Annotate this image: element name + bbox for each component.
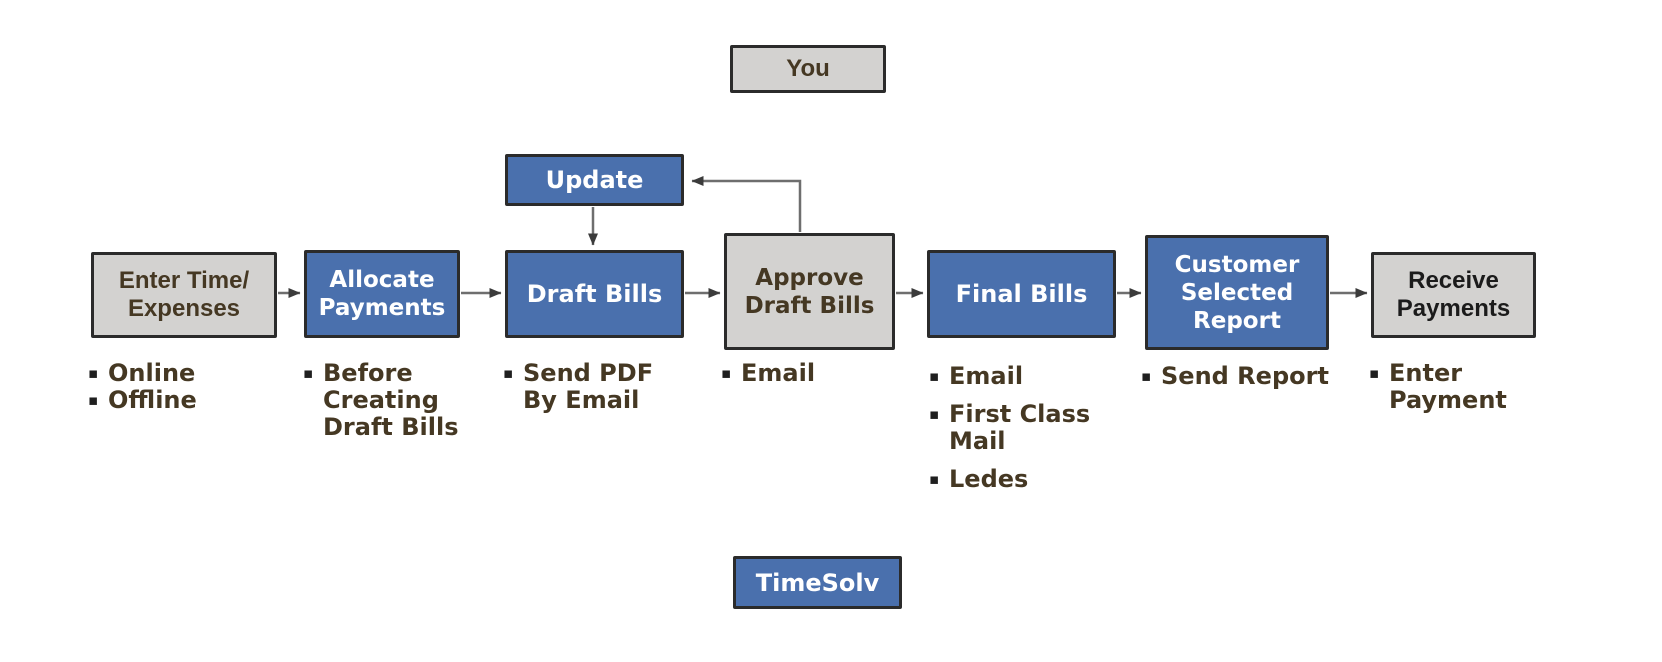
notes-final-bills: ▪ Email ▪ First Class Mail ▪ Ledes xyxy=(929,363,1090,493)
list-item: ▪ Offline xyxy=(88,387,197,414)
notes-allocate-payments: ▪ Before Creating Draft Bills xyxy=(303,360,458,441)
node-draft-bills: Draft Bills xyxy=(505,250,684,338)
note-text: Online xyxy=(108,359,196,387)
bullet-icon: ▪ xyxy=(929,470,940,488)
list-item: ▪ Ledes xyxy=(929,466,1090,493)
notes-draft-bills: ▪ Send PDF By Email xyxy=(503,360,653,414)
note-text: First Class Mail xyxy=(949,400,1091,455)
list-item: ▪ Before Creating Draft Bills xyxy=(303,360,458,441)
note-text: Before Creating Draft Bills xyxy=(323,359,459,441)
list-item: ▪ Enter Payment xyxy=(1369,360,1507,414)
bullet-icon: ▪ xyxy=(1369,364,1380,382)
bullet-icon: ▪ xyxy=(929,367,940,385)
node-update: Update xyxy=(505,154,684,206)
note-text: Enter Payment xyxy=(1389,359,1507,414)
bullet-icon: ▪ xyxy=(929,405,940,423)
node-final-bills: Final Bills xyxy=(927,250,1116,338)
node-enter-time-expenses: Enter Time/ Expenses xyxy=(91,252,277,338)
list-item: ▪ Email xyxy=(929,363,1090,390)
node-customer-selected-report: Customer Selected Report xyxy=(1145,235,1329,350)
note-text: Send PDF By Email xyxy=(523,359,654,414)
arrow-approve-to-update xyxy=(691,176,802,232)
list-item: ▪ Send PDF By Email xyxy=(503,360,653,414)
bullet-icon: ▪ xyxy=(88,364,99,382)
note-text: Email xyxy=(949,362,1024,390)
bullet-icon: ▪ xyxy=(503,364,514,382)
notes-approve-draft-bills: ▪ Email xyxy=(721,360,815,387)
list-item: ▪ Send Report xyxy=(1141,363,1329,390)
list-item: ▪ First Class Mail xyxy=(929,401,1090,455)
notes-receive-payments: ▪ Enter Payment xyxy=(1369,360,1507,414)
bullet-icon: ▪ xyxy=(1141,367,1152,385)
bullet-icon: ▪ xyxy=(721,364,732,382)
list-item: ▪ Online xyxy=(88,360,197,387)
notes-enter-time-expenses: ▪ Online ▪ Offline xyxy=(88,360,197,414)
note-text: Ledes xyxy=(949,465,1029,493)
note-text: Send Report xyxy=(1161,362,1329,390)
node-receive-payments: Receive Payments xyxy=(1371,252,1536,338)
legend-timesolv-box: TimeSolv xyxy=(733,556,902,609)
legend-you-box: You xyxy=(730,45,886,93)
node-allocate-payments: Allocate Payments xyxy=(304,250,460,338)
list-item: ▪ Email xyxy=(721,360,815,387)
node-approve-draft-bills: Approve Draft Bills xyxy=(724,233,895,350)
bullet-icon: ▪ xyxy=(88,391,99,409)
note-text: Offline xyxy=(108,386,197,414)
note-text: Email xyxy=(741,359,816,387)
notes-customer-selected-report: ▪ Send Report xyxy=(1141,363,1329,390)
bullet-icon: ▪ xyxy=(303,364,314,382)
